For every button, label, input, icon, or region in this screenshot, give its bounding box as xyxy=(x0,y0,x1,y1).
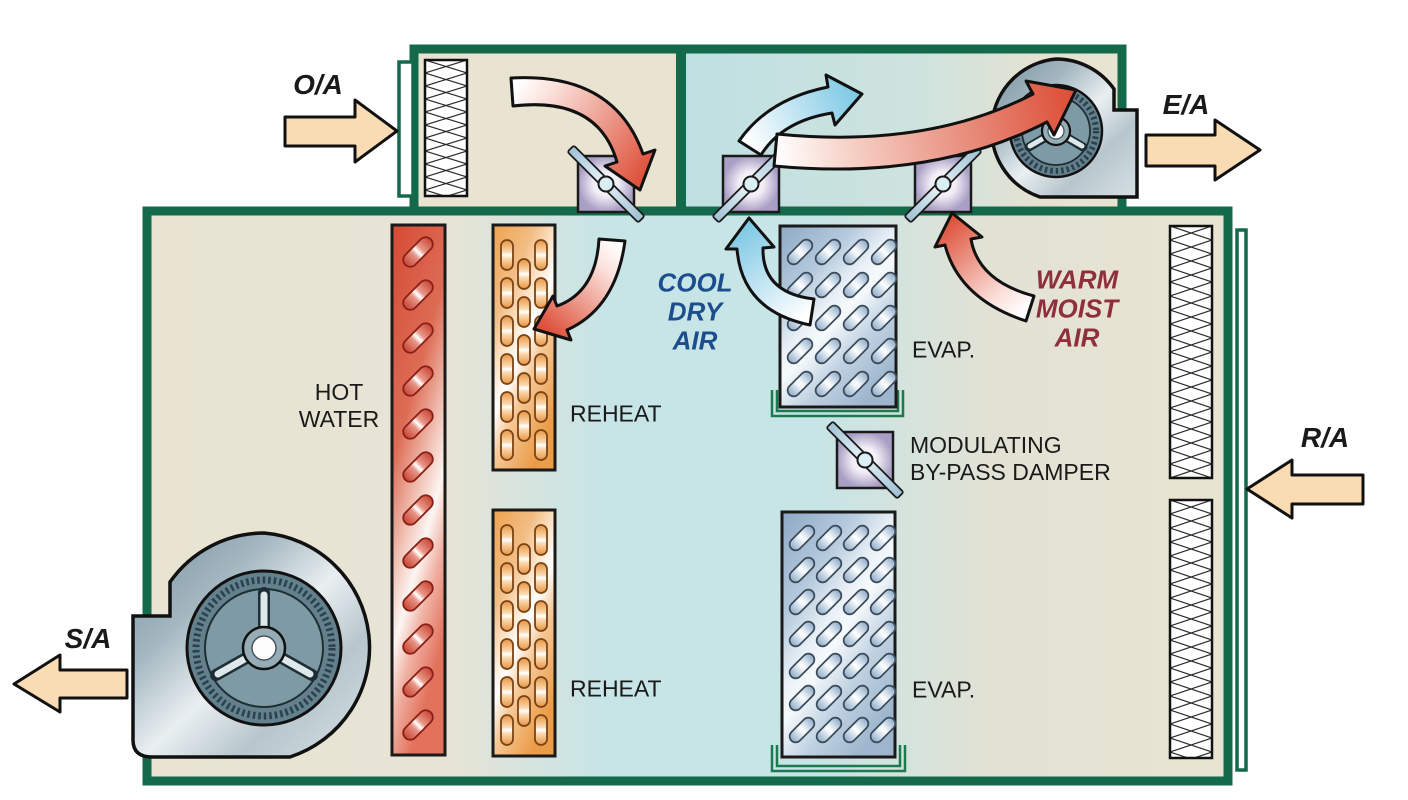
warm-moist-air-label: WARM MOIST AIR xyxy=(1035,264,1119,353)
cool-dry-air-arrow xyxy=(724,216,816,327)
cool-line3: AIR xyxy=(672,325,718,356)
cool-dry-air-label: COOL DRY AIR xyxy=(657,267,733,356)
hot-water-line2: WATER xyxy=(298,406,380,432)
cool-line1: COOL xyxy=(657,267,733,298)
reheat-top-label: REHEAT xyxy=(570,400,662,427)
warm-line2: MOIST xyxy=(1035,293,1119,324)
reheat-bottom-label: REHEAT xyxy=(570,675,662,702)
evap-bottom-label: EVAP. xyxy=(912,676,976,703)
oa-inlet-slot xyxy=(397,60,415,198)
supply-fan xyxy=(131,531,372,759)
oa-arrow xyxy=(283,98,399,164)
reheat-coil-bottom xyxy=(491,508,557,758)
modulating-bypass-damper xyxy=(826,421,904,499)
ra-filter-bottom-icon xyxy=(1168,498,1214,760)
oa-down-arrow xyxy=(509,76,657,192)
ra-inlet-slot xyxy=(1235,228,1248,772)
ea-label: E/A xyxy=(1162,89,1210,120)
reheat-coil-top xyxy=(491,223,557,472)
warm-line3: AIR xyxy=(1054,322,1100,353)
warm-line1: WARM xyxy=(1035,264,1119,295)
cool-line2: DRY xyxy=(667,296,723,327)
bypass-air-arrow xyxy=(737,73,864,157)
modulating-damper-line2: BY-PASS DAMPER xyxy=(910,459,1111,485)
warm-moist-air-arrow xyxy=(933,211,1036,323)
ra-filter-top-icon xyxy=(1168,224,1214,480)
sa-arrow xyxy=(12,653,129,714)
ea-arrow xyxy=(1144,118,1262,182)
ra-label: R/A xyxy=(1300,422,1350,453)
evap-coil-bottom xyxy=(770,510,907,773)
reheat-inflow-arrow xyxy=(532,237,627,342)
oa-label: O/A xyxy=(293,69,343,100)
damper-warm-air xyxy=(904,145,982,223)
sa-label: S/A xyxy=(64,623,112,654)
modulating-damper-label: MODULATING BY-PASS DAMPER xyxy=(910,432,1111,486)
modulating-damper-line1: MODULATING xyxy=(910,432,1062,458)
hot-water-label: HOT WATER xyxy=(299,379,380,433)
ra-arrow xyxy=(1245,458,1365,520)
oa-filter-icon xyxy=(423,58,469,198)
hot-water-line1: HOT xyxy=(314,379,364,405)
hot-water-coil xyxy=(390,223,447,757)
evap-top-label: EVAP. xyxy=(912,336,976,363)
exhaust-inflow-arrow xyxy=(772,79,1078,171)
